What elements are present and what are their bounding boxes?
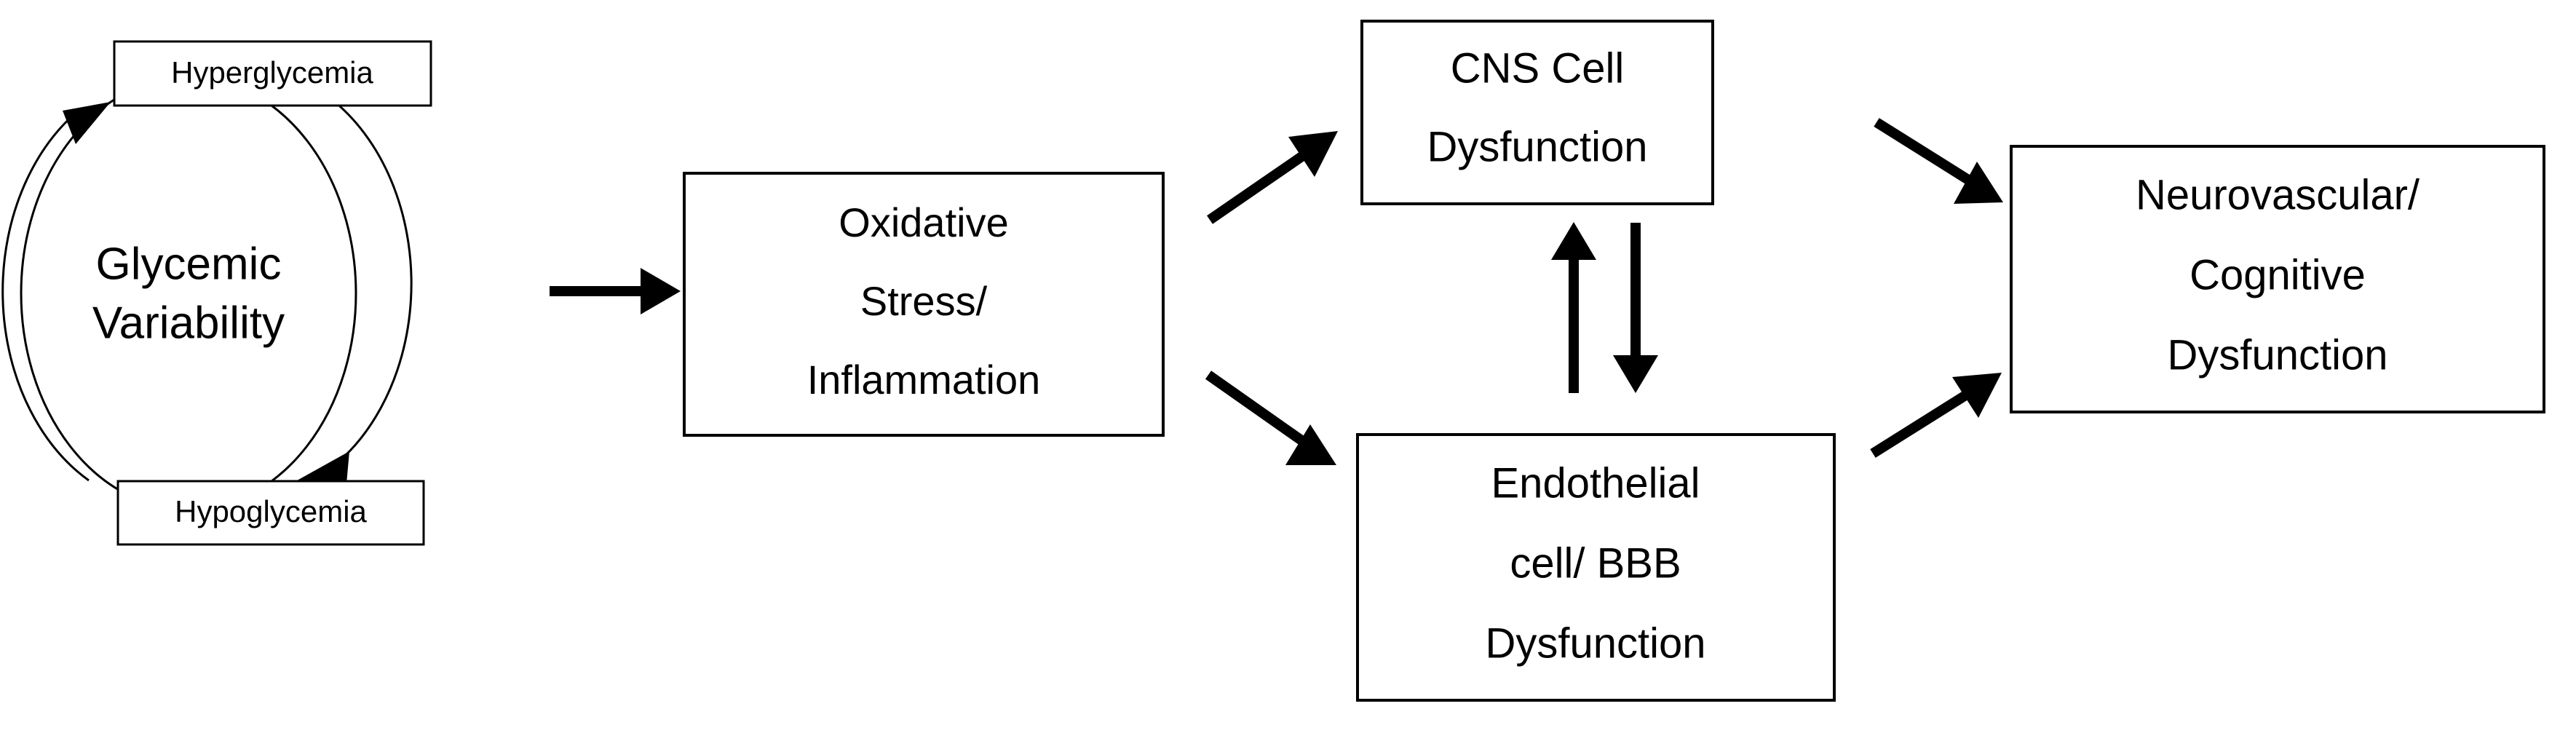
edge-variability-to-oxidative xyxy=(550,268,681,314)
cns-label-line1: CNS Cell xyxy=(1451,44,1625,92)
oxidative-stress-box xyxy=(683,172,1165,437)
oxidative-to-cns-head xyxy=(1288,131,1338,177)
glycemic-variability-cycle: Hyperglycemia Hypoglycemia Glycemic Vari… xyxy=(1,40,432,546)
cns-to-endothelial-head xyxy=(1613,355,1658,393)
hyperglycemia-label: Hyperglycemia xyxy=(171,55,373,90)
neurovascular-box xyxy=(2010,145,2545,413)
cycle-arrow-hypo-to-hyper-head xyxy=(63,102,111,144)
oxidative-label-line2: Stress/ xyxy=(860,278,988,324)
cns-to-neurovascular-line xyxy=(1874,118,1977,188)
node-endothelial-cell-bbb-dysfunction[interactable]: Endothelial cell/ BBB Dysfunction xyxy=(1356,433,1836,702)
node-cns-cell-dysfunction[interactable]: CNS Cell Dysfunction xyxy=(1360,20,1714,205)
oxidative-label-line3: Inflammation xyxy=(807,357,1041,403)
node-hypoglycemia[interactable]: Hypoglycemia xyxy=(116,480,425,546)
hypoglycemia-label: Hypoglycemia xyxy=(175,494,367,528)
neurovascular-label-line3: Dysfunction xyxy=(2167,331,2387,379)
glycemic-variability-label-line2: Variability xyxy=(92,298,285,348)
edge-cns-to-neurovascular xyxy=(1874,118,2003,204)
variability-to-oxidative-head xyxy=(641,268,681,314)
edge-endothelial-to-neurovascular xyxy=(1870,373,2002,458)
cycle-arrow-hypo-to-hyper-line xyxy=(1,108,90,482)
edge-endothelial-to-cns xyxy=(1551,222,1596,393)
hypoglycemia-box xyxy=(116,480,425,546)
cns-to-neurovascular-head xyxy=(1954,162,2003,204)
node-oxidative-stress-inflammation[interactable]: Oxidative Stress/ Inflammation xyxy=(683,172,1165,437)
oxidative-to-endothelial-line xyxy=(1205,371,1312,450)
glycemic-variability-label-line1: Glycemic xyxy=(96,239,282,289)
neurovascular-label-line1: Neurovascular/ xyxy=(2136,171,2420,218)
endothelial-label-line1: Endothelial xyxy=(1491,459,1700,507)
node-glycemic-variability[interactable]: Glycemic Variability xyxy=(92,239,285,348)
cns-cell-box xyxy=(1360,20,1714,205)
node-neurovascular-cognitive-dysfunction[interactable]: Neurovascular/ Cognitive Dysfunction xyxy=(2010,145,2545,413)
cns-label-line2: Dysfunction xyxy=(1427,123,1647,170)
oxidative-to-cns-line xyxy=(1207,146,1313,224)
endothelial-to-neurovascular-head xyxy=(1952,373,2002,418)
node-hyperglycemia[interactable]: Hyperglycemia xyxy=(113,40,432,107)
edge-cns-to-endothelial xyxy=(1613,223,1658,393)
neurovascular-label-line2: Cognitive xyxy=(2189,251,2366,298)
endothelial-to-cns-head xyxy=(1551,222,1596,260)
endothelial-label-line2: cell/ BBB xyxy=(1510,539,1681,587)
cycle-ellipse xyxy=(20,76,357,511)
oxidative-to-endothelial-head xyxy=(1285,424,1336,465)
endothelial-label-line3: Dysfunction xyxy=(1485,619,1705,667)
edge-oxidative-to-cns xyxy=(1207,131,1338,224)
endothelial-cell-box xyxy=(1356,433,1836,702)
edge-oxidative-to-endothelial xyxy=(1205,371,1336,465)
cycle-arrow-hyper-to-hypo-line xyxy=(312,100,413,482)
hyperglycemia-box xyxy=(113,40,432,107)
endothelial-to-neurovascular-line xyxy=(1870,387,1975,458)
oxidative-label-line1: Oxidative xyxy=(839,199,1008,245)
